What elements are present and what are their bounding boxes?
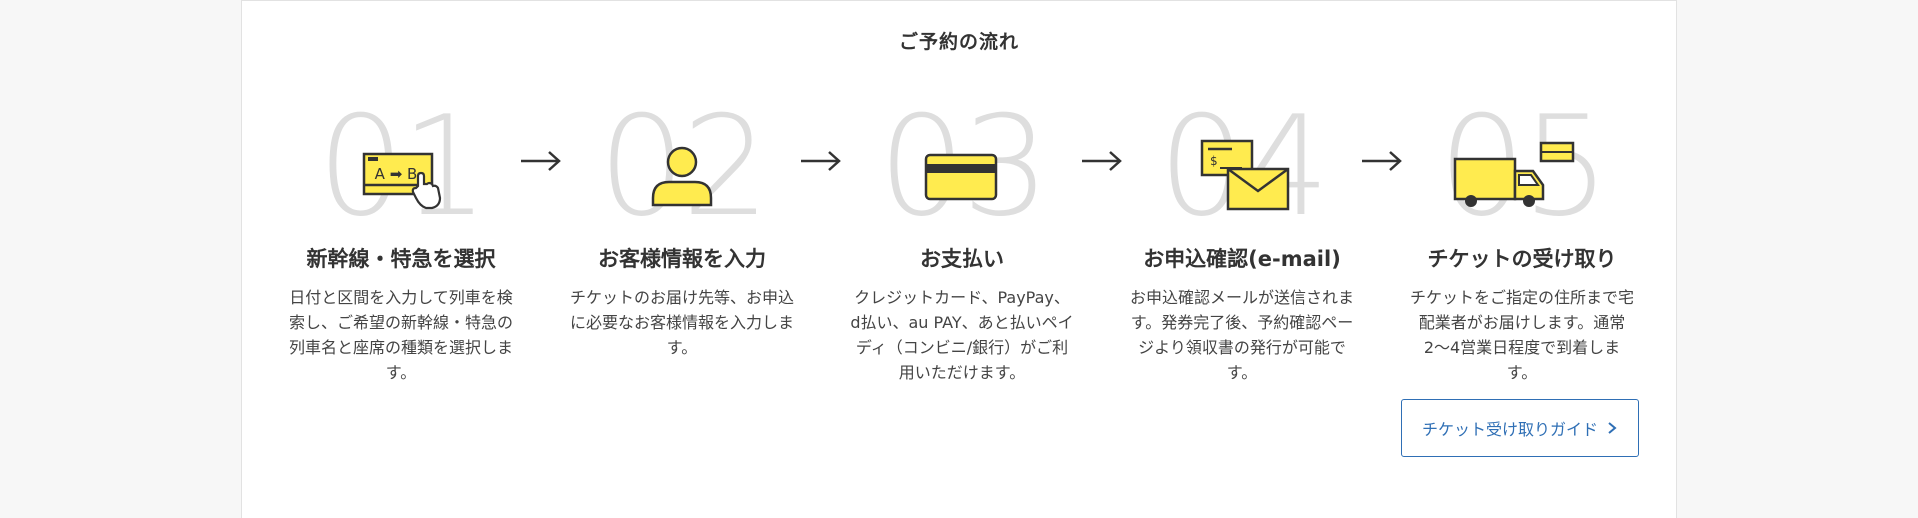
credit-card-icon — [842, 127, 1082, 227]
dollar-text: $ — [1210, 154, 1218, 168]
user-icon — [562, 127, 802, 227]
step-title: お支払い — [920, 247, 1004, 271]
step-description: チケットのお届け先等、お申込に必要なお客様情報を入力します。 — [570, 288, 795, 357]
step-title: お申込確認(e-mail) — [1143, 247, 1341, 271]
arrow-right-icon — [801, 151, 841, 171]
step-title: 新幹線・特急を選択 — [306, 247, 496, 271]
step-description: 日付と区間を入力して列車を検索し、ご希望の新幹線・特急の列車名と座席の種類を選択… — [289, 288, 514, 382]
step-description: チケットをご指定の住所まで宅配業者がお届けします。通常2〜4営業日程度で到着しま… — [1410, 288, 1635, 382]
step-description: お申込確認メールが送信されます。発券完了後、予約確認ページより領収書の発行が可能… — [1130, 288, 1355, 382]
delivery-truck-icon — [1402, 127, 1642, 227]
arrow-right-icon — [1082, 151, 1122, 171]
booking-flow-panel: ご予約の流れ 01 A ➡ B 新幹線・特急を選択 日付と区間を入力して列車を検… — [241, 0, 1677, 518]
step-title: チケットの受け取り — [1427, 247, 1617, 271]
route-text: A ➡ B — [375, 165, 418, 183]
ticket-receive-guide-button[interactable]: チケット受け取りガイド — [1401, 399, 1639, 457]
arrow-right-icon — [521, 151, 561, 171]
section-title: ご予約の流れ — [898, 31, 1019, 53]
arrow-right-icon — [1362, 151, 1402, 171]
guide-button-label: チケット受け取りガイド — [1421, 420, 1598, 439]
step-title: お客様情報を入力 — [598, 247, 766, 271]
ticket-route-select-icon: A ➡ B — [281, 127, 521, 227]
invoice-email-icon: $ — [1122, 127, 1362, 227]
chevron-right-icon — [1608, 422, 1617, 434]
step-description: クレジットカード、PayPay、d払い、au PAY、あと払いペイディ（コンビニ… — [850, 288, 1074, 382]
